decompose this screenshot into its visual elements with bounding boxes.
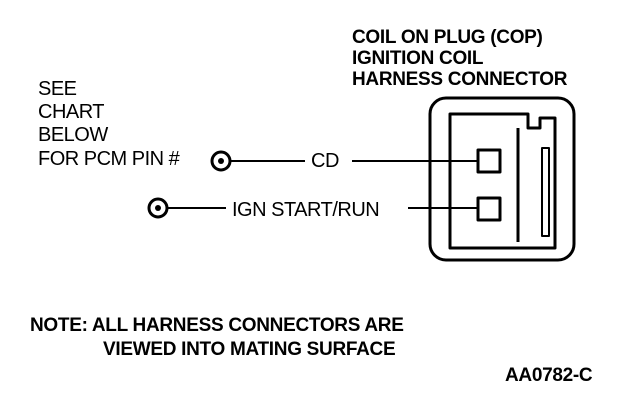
see-chart-line4: FOR PCM PIN # xyxy=(38,148,180,170)
see-chart-line2: CHART xyxy=(38,101,105,123)
see-chart-line1: SEE xyxy=(38,78,77,100)
ign-terminal-icon xyxy=(147,197,169,219)
connector-title-line2: IGNITION COIL xyxy=(352,48,484,69)
connector-title-line3: HARNESS CONNECTOR xyxy=(352,69,568,90)
cd-terminal-icon xyxy=(210,150,232,172)
figure-code: AA0782-C xyxy=(505,365,593,386)
connector-title-line1: COIL ON PLUG (COP) xyxy=(352,27,543,48)
note-line2: VIEWED INTO MATING SURFACE xyxy=(103,339,396,360)
see-chart-line3: BELOW xyxy=(38,124,108,146)
cd-wire-label: CD xyxy=(311,150,339,172)
harness-connector-icon xyxy=(428,96,576,262)
ign-wire-label: IGN START/RUN xyxy=(232,199,380,221)
note-line1: NOTE: ALL HARNESS CONNECTORS ARE xyxy=(30,315,404,336)
